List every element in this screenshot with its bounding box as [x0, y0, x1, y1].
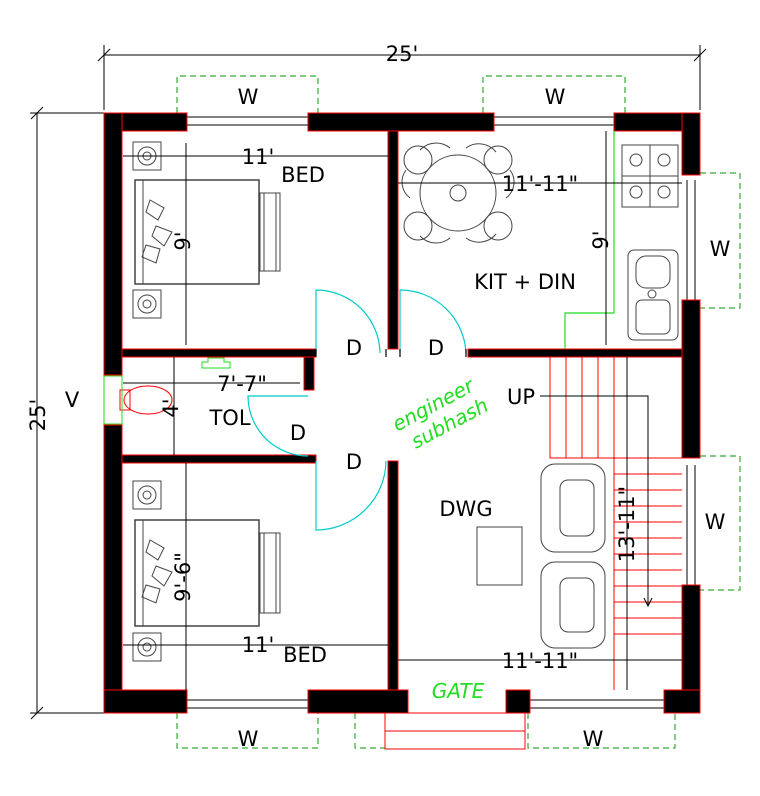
bed-bottom-name: BED: [283, 643, 327, 667]
bed-top-name: BED: [281, 163, 325, 187]
ventilator-label: V: [65, 388, 80, 412]
overall-height-label: 25': [26, 399, 50, 432]
bed-bottom-furniture: [132, 480, 281, 662]
window-label: W: [705, 510, 726, 534]
toilet-depth: 4': [159, 398, 183, 417]
walls: [103, 112, 701, 714]
kitchen-depth: 9': [589, 230, 613, 249]
toilet-name: TOL: [208, 406, 250, 430]
door-labels: D D D D: [290, 336, 444, 474]
bed-bottom-width: 11': [242, 633, 275, 657]
door-label: D: [346, 336, 362, 360]
dining-table: [401, 142, 515, 244]
drawing-name: DWG: [439, 497, 492, 521]
kitchen-sink: [627, 249, 679, 341]
overall-width-label: 25': [386, 42, 419, 66]
overall-height-dimension: [30, 106, 104, 720]
door-label: D: [346, 450, 362, 474]
window-label: W: [583, 727, 604, 751]
stair-direction-arrow: [540, 395, 653, 608]
kitchen-name: KIT + DIN: [474, 270, 576, 294]
kitchen-width: 11'-11": [502, 172, 578, 196]
toilet-fixtures: [103, 357, 231, 425]
interior-dimensions: [123, 131, 682, 690]
window-canopies: [176, 75, 741, 749]
sofa-set: [476, 463, 606, 649]
window-label: W: [238, 727, 259, 751]
window-glazing: [108, 116, 696, 709]
staircase: [549, 357, 682, 690]
overall-width-dimension: [97, 45, 707, 110]
bed-bottom-depth: 9'-6": [171, 552, 195, 602]
window-label: W: [710, 237, 731, 261]
window-label: W: [238, 85, 259, 109]
toilet-width: 7'-7": [217, 372, 267, 396]
drawing-depth: 13'-11": [615, 486, 639, 562]
door-swings: [247, 289, 467, 531]
kitchen-platform: [564, 131, 615, 349]
window-label: W: [545, 85, 566, 109]
bed-top-depth: 9': [171, 231, 195, 250]
window-labels: W W W W W W: [238, 85, 731, 751]
drawing-width: 11'-11": [502, 649, 578, 673]
gate-steps: [384, 712, 526, 750]
gate-label: GATE: [432, 679, 485, 703]
kitchen-hob: [621, 144, 679, 208]
bed-top-furniture: [132, 141, 281, 319]
stairs-up-label: UP: [507, 385, 535, 409]
bed-top-width: 11': [242, 145, 275, 169]
door-label: D: [428, 336, 444, 360]
door-label: D: [290, 421, 306, 445]
watermark: engineer subhash: [388, 372, 492, 453]
